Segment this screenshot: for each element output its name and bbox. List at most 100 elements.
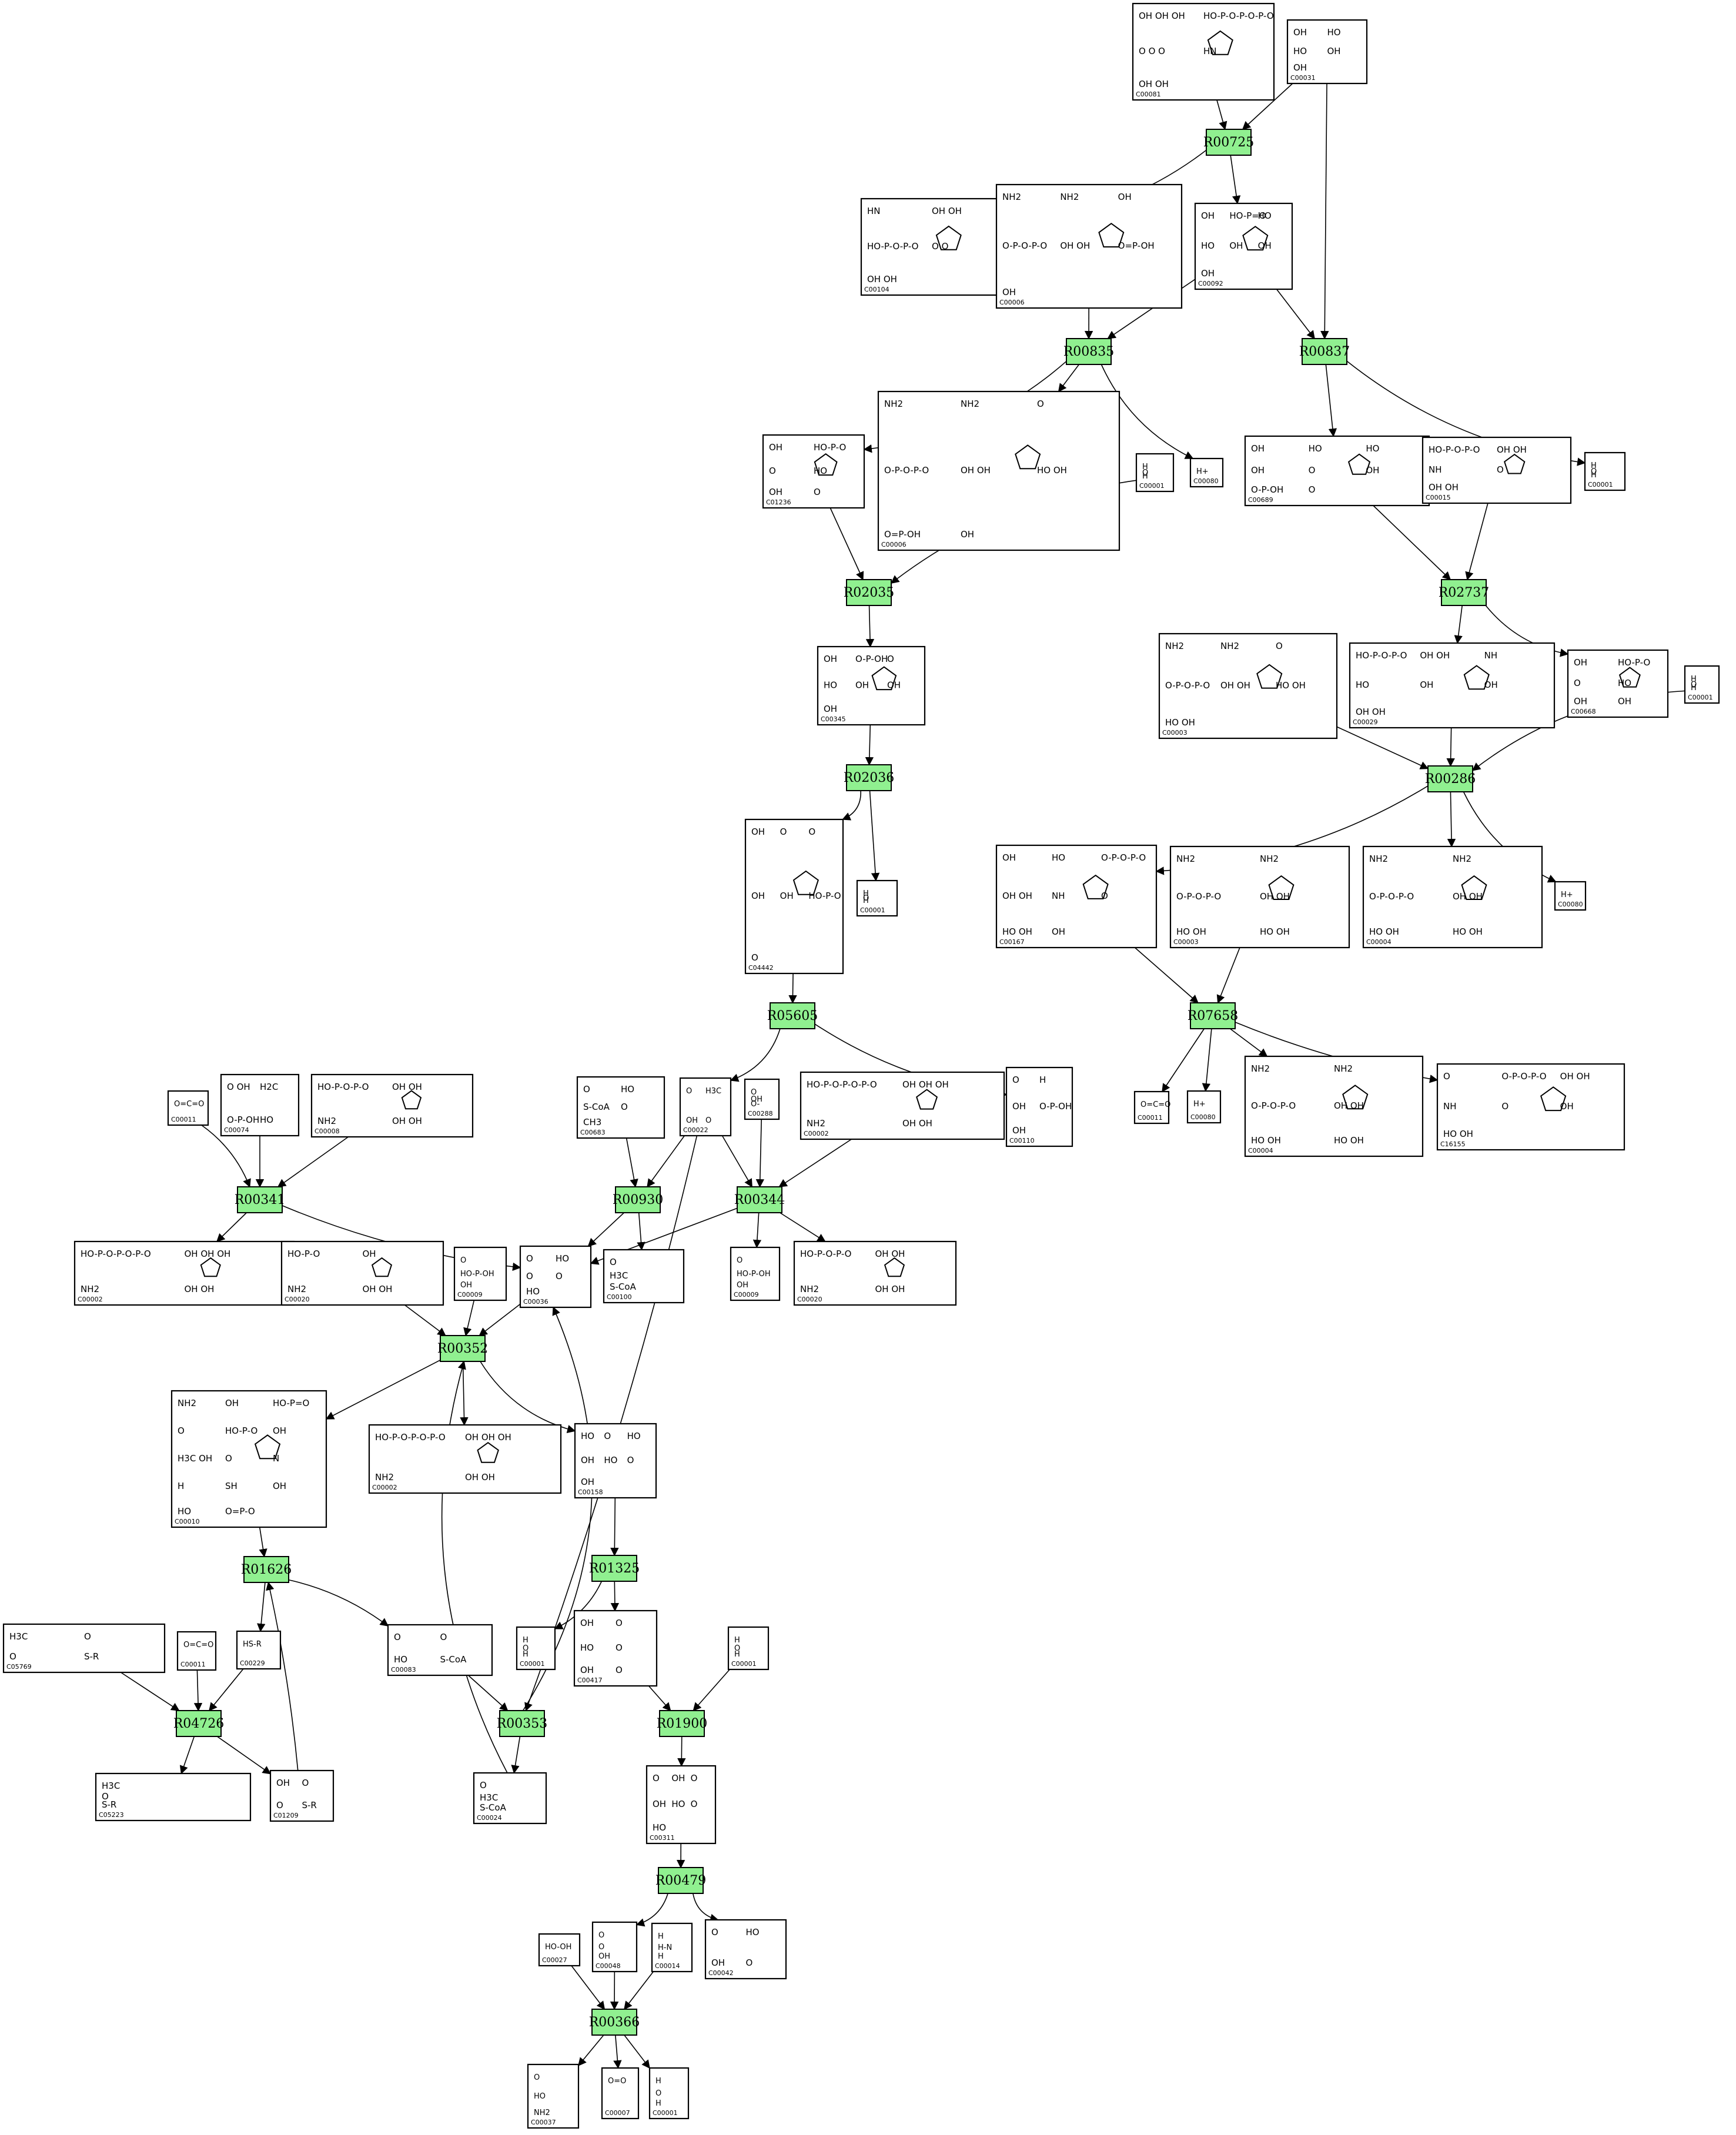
reaction-R07658[interactable]: R07658 xyxy=(1188,1002,1239,1029)
compound-c00080b[interactable]: H+C00080 xyxy=(1554,881,1587,911)
reaction-R04726[interactable]: R04726 xyxy=(173,1710,225,1737)
reaction-R02036[interactable]: R02036 xyxy=(844,764,895,791)
structure-fragment: O-P-O-P-O xyxy=(884,465,929,476)
compound-box xyxy=(730,1246,781,1301)
reaction-R00837[interactable]: R00837 xyxy=(1299,338,1350,365)
reaction-R01626[interactable]: R01626 xyxy=(241,1556,292,1583)
structure-fragment: O xyxy=(526,1253,533,1264)
reaction-R00366[interactable]: R00366 xyxy=(589,2009,640,2036)
reaction-R02035[interactable]: R02035 xyxy=(844,579,895,606)
compound-box xyxy=(516,1626,556,1671)
compound-c00080a[interactable]: H+C00080 xyxy=(1189,457,1224,488)
reaction-R05605[interactable]: R05605 xyxy=(767,1002,818,1029)
reaction-R02737[interactable]: R02737 xyxy=(1439,579,1490,606)
reaction-R00352[interactable]: R00352 xyxy=(437,1335,489,1362)
structure-fragment: OH OH xyxy=(392,1116,422,1126)
edge-R02737-to-c00029 xyxy=(1454,605,1463,644)
structure-fragment: HO-P-O-P-O-P-O xyxy=(375,1432,446,1443)
edge-R04726-to-c01209 xyxy=(216,1736,272,1775)
structure-fragment: OH OH OH xyxy=(1139,11,1185,21)
structure-fragment: HO xyxy=(1618,678,1631,688)
reaction-R00930[interactable]: R00930 xyxy=(613,1186,664,1213)
structure-fragment: S-CoA xyxy=(583,1102,610,1112)
reaction-R00286[interactable]: R00286 xyxy=(1425,765,1476,792)
reaction-R00344[interactable]: R00344 xyxy=(734,1186,785,1213)
reaction-R00353[interactable]: R00353 xyxy=(497,1710,548,1737)
reaction-R01900[interactable]: R01900 xyxy=(657,1710,708,1737)
reaction-R00725[interactable]: R00725 xyxy=(1203,129,1255,156)
structure-fragment: HO OH xyxy=(1276,680,1306,691)
compound-box xyxy=(453,1246,507,1301)
edge-R02737-to-c00668 xyxy=(1485,605,1569,657)
reaction-R00835[interactable]: R00835 xyxy=(1063,338,1115,365)
compound-c00080c[interactable]: H+C00080 xyxy=(1186,1090,1222,1124)
ring-structure-icon xyxy=(1256,664,1283,689)
reaction-R00341[interactable]: R00341 xyxy=(235,1186,286,1213)
structure-fragment: HO xyxy=(534,2092,546,2101)
edge-R01900-to-c00311 xyxy=(677,1736,686,1767)
reaction-R01325[interactable]: R01325 xyxy=(589,1555,640,1582)
reaction-R00479[interactable]: R00479 xyxy=(655,1867,707,1894)
